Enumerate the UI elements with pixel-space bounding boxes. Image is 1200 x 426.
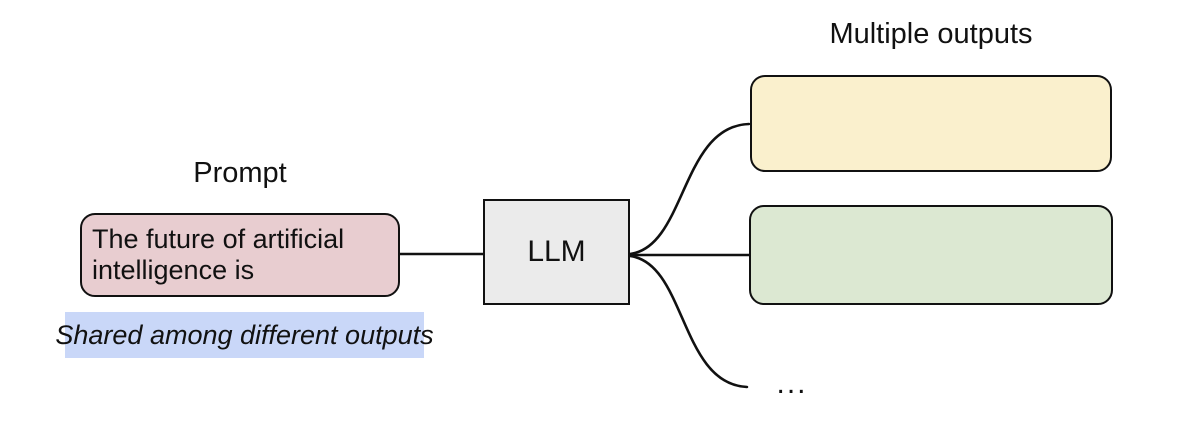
outputs-label: Multiple outputs xyxy=(829,18,1033,50)
llm-box: LLM xyxy=(483,199,630,305)
prompt-box-text: The future of artificial intelligence is xyxy=(92,224,345,285)
llm-box-label: LLM xyxy=(527,235,586,268)
prompt-box: The future of artificial intelligence is xyxy=(80,213,400,297)
connector-llm-to-output-top xyxy=(628,122,751,256)
output-box-top xyxy=(750,75,1112,172)
shared-note: Shared among different outputs xyxy=(55,312,434,358)
connector-llm-to-more-outputs xyxy=(628,254,749,389)
output-box-middle xyxy=(749,205,1113,305)
more-outputs-ellipsis: ... xyxy=(776,367,808,400)
prompt-label: Prompt xyxy=(193,157,287,189)
